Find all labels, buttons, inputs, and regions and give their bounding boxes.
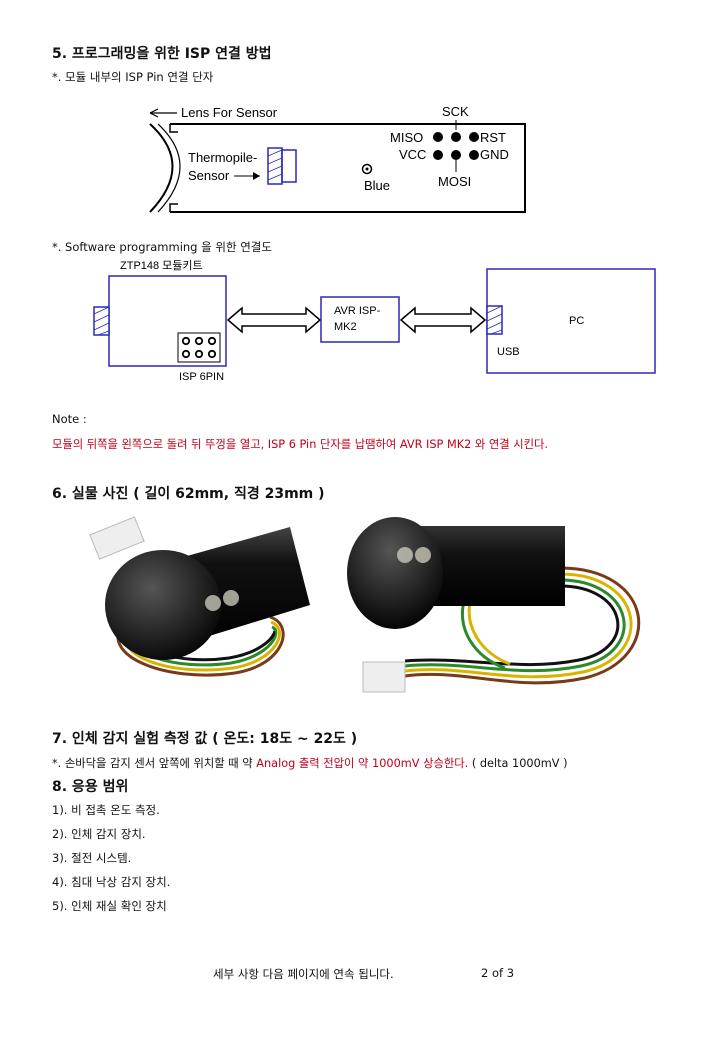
section-5-subtitle: *. 모듈 내부의 ISP Pin 연결 단자: [52, 70, 214, 84]
module-kit-label: ZTP148 모듈키트: [120, 259, 203, 272]
pin-label-mosi: MOSI: [438, 174, 471, 189]
sensor-label-1: Thermopile-: [188, 150, 257, 165]
avr-label-2: MK2: [334, 321, 357, 333]
pc-box: [486, 268, 656, 374]
pc-label: PC: [569, 315, 584, 327]
blue-led-icon: [361, 163, 373, 175]
section-7-text-red: Analog 출력 전압이 약 1000mV 상승한다.: [256, 757, 469, 770]
pin-label-sck: SCK: [442, 104, 469, 119]
section-7-text-a: *. 손바닥을 감지 센서 앞쪽에 위치할 때 약: [52, 757, 257, 770]
connection-diagram: ZTP148 모듈키트 ISP 6PIN AVR ISP- MK2 PC USB: [93, 259, 656, 383]
sensor-label-2: Sensor: [188, 168, 230, 183]
usb-label: USB: [497, 346, 520, 358]
list-item: 4). 침대 낙상 감지 장치.: [52, 875, 171, 889]
connection-diagram-caption: *. Software programming 을 위한 연결도: [52, 240, 272, 254]
list-item: 3). 절전 시스템.: [52, 851, 132, 865]
list-item: 2). 인체 감지 장치.: [52, 827, 146, 841]
double-arrow-icon: [226, 306, 322, 334]
list-item: 1). 비 접촉 온도 측정.: [52, 803, 160, 817]
isp-pin-dot: [469, 150, 479, 160]
isp-6pin-label: ISP 6PIN: [179, 371, 224, 383]
pin-label-rst: RST: [480, 130, 506, 145]
isp-pin-dot: [451, 150, 461, 160]
pin-label-miso: MISO: [390, 130, 423, 145]
avr-isp-mk2-box: [320, 296, 400, 343]
section-7-line: *. 손바닥을 감지 센서 앞쪽에 위치할 때 약 Analog 출력 전압이 …: [52, 755, 568, 771]
section-8-title: 8. 응용 범위: [52, 779, 129, 795]
sensor-photo-left: [89, 516, 310, 677]
isp-pin-dot: [433, 132, 443, 142]
lens-label: Lens For Sensor: [181, 105, 278, 120]
footer-text: 세부 사항 다음 페이지에 연속 됩니다.: [213, 967, 394, 981]
section-5-title: 5. 프로그래밍을 위한 ISP 연결 방법: [52, 46, 272, 62]
isp-pin-dot: [433, 150, 443, 160]
pin-label-gnd: GND: [480, 147, 509, 162]
note-label: Note :: [52, 412, 87, 426]
section-6-title: 6. 실물 사진 ( 길이 62mm, 직경 23mm ): [52, 486, 325, 502]
blue-label: Blue: [364, 178, 390, 193]
section-7-title: 7. 인체 감지 실험 측정 값 ( 온도: 18도 ~ 22도 ): [52, 731, 358, 747]
isp-pin-dot: [451, 132, 461, 142]
pin-label-vcc: VCC: [399, 147, 426, 162]
module-pin-diagram: Lens For Sensor Thermopile- Sensor Blue …: [149, 104, 526, 213]
note-text: 모듈의 뒤쪽을 왼쪽으로 돌려 뒤 뚜껑을 열고, ISP 6 Pin 단자를 …: [52, 438, 549, 451]
section-7-text-b: ( delta 1000mV ): [468, 757, 568, 770]
list-item: 5). 인체 재실 확인 장치: [52, 899, 167, 913]
avr-label-1: AVR ISP-: [334, 305, 381, 317]
sensor-photo-right: [347, 517, 641, 693]
isp-pin-dot: [469, 132, 479, 142]
page-number: 2 of 3: [481, 966, 515, 980]
double-arrow-icon: [399, 306, 487, 334]
